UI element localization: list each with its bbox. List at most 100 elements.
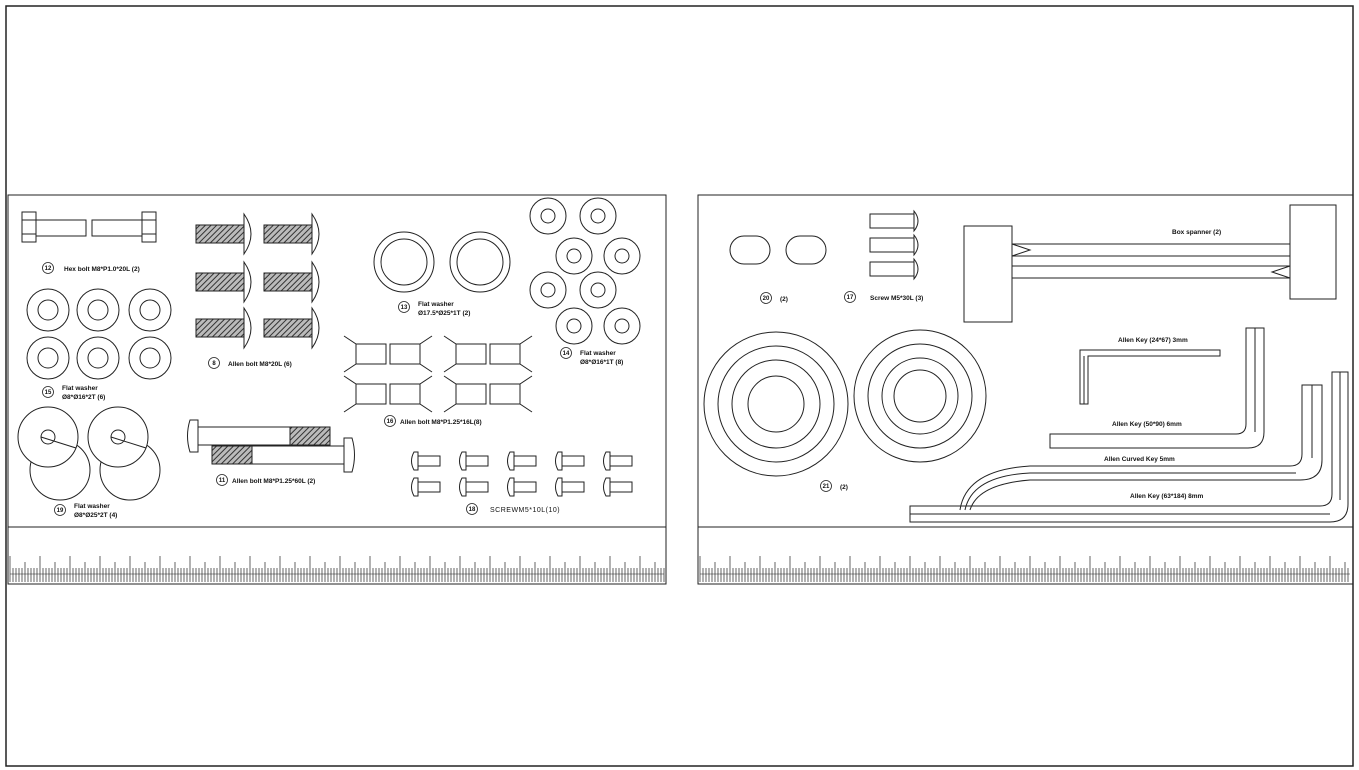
allen-bolt-m8-pair xyxy=(343,375,433,413)
flat-washer-thick-label-1: Flat washer xyxy=(62,385,98,392)
allen-key-3mm xyxy=(1079,349,1221,405)
screw-m5 xyxy=(507,477,537,497)
allen-bolt-m8-group xyxy=(343,335,533,413)
screw-m5-caption: 18 SCREWM5*10L(10) xyxy=(466,503,560,515)
allen-bolt-m8-caption: 16 Allen bolt M8*P1.25*16L(8) xyxy=(384,415,482,427)
allen-bolt-m8-pair xyxy=(443,335,533,373)
right-panel-border xyxy=(697,194,1354,585)
flat-washer-small xyxy=(529,197,567,235)
screw-m5 xyxy=(459,477,489,497)
flat-washer-thick-label-2: Ø8*Ø16*2T (6) xyxy=(62,394,105,401)
flat-washer-thick xyxy=(26,288,70,332)
allen-bolt-short xyxy=(263,212,320,256)
box-spanner-pair xyxy=(963,204,1337,323)
flat-washer-small xyxy=(555,237,593,275)
flat-washer-small-group xyxy=(529,197,641,345)
flat-washer-slotted-group xyxy=(17,406,161,501)
flat-washer-small xyxy=(603,307,641,345)
allen-bolt-m8-pair xyxy=(343,335,433,373)
flat-washer-thick-caption: 15 Flat washer Ø8*Ø16*2T (6) xyxy=(42,385,105,401)
flat-washer-thick xyxy=(128,336,172,380)
allen-bolt-short xyxy=(195,212,252,256)
cap-caption: 20 (2) xyxy=(760,292,788,304)
right-hardware-panel: 20 (2) 17 Screw M5*30L (3) Box spanner (… xyxy=(697,194,1354,585)
screw-m5-30 xyxy=(869,209,919,233)
allen-bolt-short-group xyxy=(195,212,320,350)
ring-caption: 21 (2) xyxy=(820,480,848,492)
left-panel-border xyxy=(7,194,667,585)
ring-pair xyxy=(703,329,987,477)
screw-m5-30-caption: 17 Screw M5*30L (3) xyxy=(844,291,923,303)
hex-bolt-caption: 12 Hex bolt M8*P1.0*20L (2) xyxy=(42,262,140,274)
flat-washer-small-label-1: Flat washer xyxy=(580,350,616,357)
flat-washer-large-number: 13 xyxy=(401,305,408,311)
hex-bolt-pair xyxy=(21,211,157,243)
screw-m5 xyxy=(603,477,633,497)
screw-m5 xyxy=(507,451,537,471)
allen-bolt-long-label: Allen bolt M8*P1.25*60L (2) xyxy=(232,478,315,485)
allen-bolt-short-caption: 8 Allen bolt M8*20L (6) xyxy=(208,357,292,369)
allen-bolt-short xyxy=(195,306,252,350)
allen-bolt-m8-label: Allen bolt M8*P1.25*16L(8) xyxy=(400,419,482,426)
box-spanner-label: Box spanner (2) xyxy=(1172,229,1221,236)
flat-washer-small xyxy=(579,197,617,235)
flat-washer-small xyxy=(579,271,617,309)
flat-washer-thick xyxy=(26,336,70,380)
screw-m5 xyxy=(411,451,441,471)
flat-washer-large-label-2: Ø17.5*Ø25*1T (2) xyxy=(418,310,470,317)
hex-bolt-number: 12 xyxy=(45,266,52,272)
flat-washer-thick-number: 15 xyxy=(45,390,52,396)
flat-washer-small xyxy=(603,237,641,275)
flat-washer-thick xyxy=(128,288,172,332)
allen-bolt-short-number: 8 xyxy=(212,361,216,367)
allen-bolt-short-label: Allen bolt M8*20L (6) xyxy=(228,361,292,368)
cap-number: 20 xyxy=(763,296,770,302)
flat-washer-thick xyxy=(76,288,120,332)
screw-m5-30-label: Screw M5*30L (3) xyxy=(870,295,923,302)
allen-curved-key-label: Allen Curved Key 5mm xyxy=(1104,456,1175,463)
allen-key-8mm xyxy=(909,371,1349,523)
screw-m5-30 xyxy=(869,257,919,281)
screw-m5 xyxy=(411,477,441,497)
flat-washer-thick xyxy=(76,336,120,380)
flat-washer-small xyxy=(529,271,567,309)
flat-washer-small-label-2: Ø8*Ø16*1T (8) xyxy=(580,359,623,366)
flat-washer-large-group xyxy=(373,231,511,293)
allen-bolt-short xyxy=(195,260,252,304)
flat-washer-small-number: 14 xyxy=(563,351,570,357)
hex-bolt-label: Hex bolt M8*P1.0*20L (2) xyxy=(64,266,140,273)
screw-m5 xyxy=(555,477,585,497)
page-border xyxy=(5,5,1354,767)
flat-washer-small-caption: 14 Flat washer Ø8*Ø16*1T (8) xyxy=(560,347,623,366)
cap-pair xyxy=(729,235,827,265)
flat-washer-slotted-caption: 19 Flat washer Ø8*Ø25*2T (4) xyxy=(54,503,117,519)
allen-curved-key xyxy=(959,384,1323,511)
flat-washer-slotted-label-1: Flat washer xyxy=(74,503,110,510)
allen-bolt-m8-number: 16 xyxy=(387,419,394,425)
flat-washer-thick-group xyxy=(26,288,172,380)
screw-m5-number: 18 xyxy=(469,507,476,513)
right-ruler xyxy=(699,556,1350,582)
allen-key-8mm-label: Allen Key (63*184) 8mm xyxy=(1130,493,1204,500)
allen-key-6mm xyxy=(1049,327,1265,449)
screw-m5 xyxy=(555,451,585,471)
allen-bolt-long-number: 11 xyxy=(219,478,226,484)
screw-m5 xyxy=(603,451,633,471)
flat-washer-large-caption: 13 Flat washer Ø17.5*Ø25*1T (2) xyxy=(398,301,470,317)
flat-washer-small xyxy=(555,307,593,345)
allen-key-6mm-label: Allen Key (50*90) 6mm xyxy=(1112,421,1182,428)
allen-bolt-long-pair xyxy=(187,419,355,473)
screw-m5-group xyxy=(411,451,633,497)
screw-m5-30 xyxy=(869,233,919,257)
screw-m5-30-number: 17 xyxy=(847,295,854,301)
flat-washer-slotted-number: 19 xyxy=(57,508,64,514)
allen-bolt-m8-pair xyxy=(443,375,533,413)
allen-bolt-short xyxy=(263,306,320,350)
ring-number: 21 xyxy=(823,484,830,490)
screw-m5 xyxy=(459,451,489,471)
screw-m5-30-group xyxy=(869,209,919,281)
left-ruler xyxy=(9,556,665,582)
allen-key-3mm-label: Allen Key (24*67) 3mm xyxy=(1118,337,1188,344)
flat-washer-large-label-1: Flat washer xyxy=(418,301,454,308)
